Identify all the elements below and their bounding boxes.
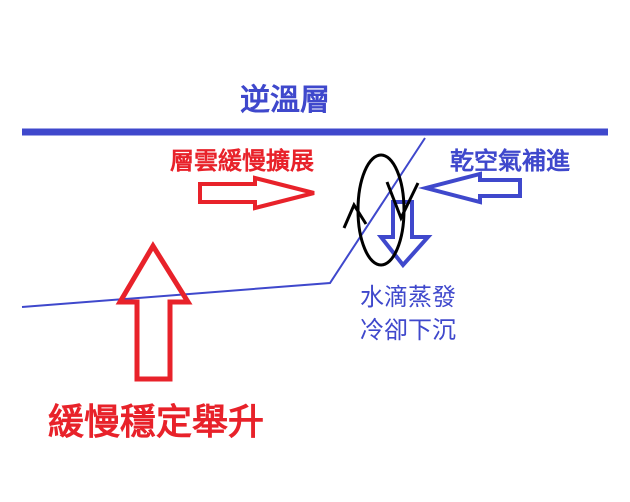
up-arrowhead xyxy=(342,201,368,229)
red-right-arrow xyxy=(198,175,315,211)
blue-down-arrow xyxy=(376,200,433,269)
diagram-title: 逆溫層 xyxy=(240,83,330,118)
red-up-arrow xyxy=(115,241,193,382)
down-arrowhead xyxy=(385,181,420,222)
evaporation-label-1: 水滴蒸發 xyxy=(360,283,456,311)
slow-lift-label: 緩慢穩定舉升 xyxy=(48,402,265,443)
evaporation-label-2: 冷卻下沉 xyxy=(360,316,456,344)
blue-left-arrow xyxy=(418,171,522,205)
stratus-spread-label: 層雲緩慢擴展 xyxy=(170,147,314,175)
dry-air-label: 乾空氣補進 xyxy=(450,147,570,175)
